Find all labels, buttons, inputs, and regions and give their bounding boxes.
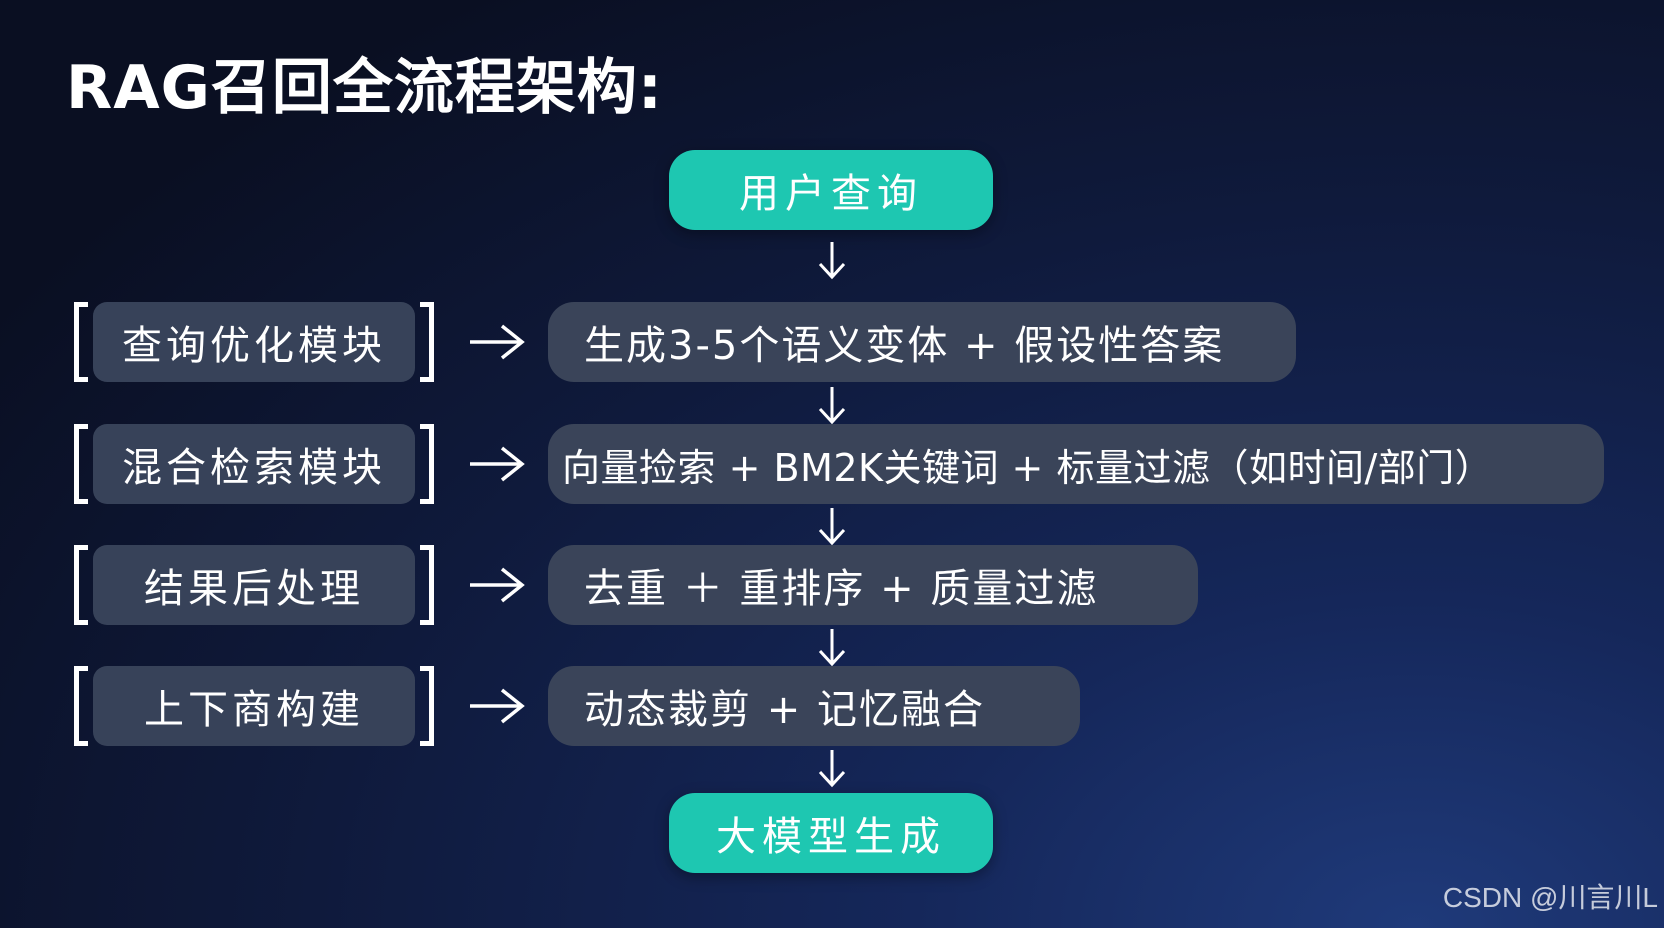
arrow-down-icon bbox=[818, 750, 846, 788]
module-label: 结果后处理 bbox=[93, 545, 415, 625]
arrow-right-icon bbox=[470, 688, 525, 724]
arrow-right-icon bbox=[470, 446, 525, 482]
watermark: CSDN @川言川L bbox=[1442, 882, 1658, 913]
description-box: 去重 ＋ 重排序 + 质量过滤 bbox=[548, 545, 1198, 625]
description-box: 动态裁剪 + 记忆融合 bbox=[548, 666, 1080, 746]
arrow-down-icon bbox=[818, 508, 846, 546]
diagram-title: RAG召回全流程架构: bbox=[66, 53, 663, 123]
module-label: 上下商构建 bbox=[93, 666, 415, 746]
module-query-optimization: 查询优化模块 bbox=[74, 302, 434, 382]
arrow-down-icon bbox=[818, 629, 846, 667]
module-context-building: 上下商构建 bbox=[74, 666, 434, 746]
arrow-right-icon bbox=[470, 324, 525, 360]
arrow-right-icon bbox=[470, 567, 525, 603]
end-node-llm-generation: 大模型生成 bbox=[669, 793, 993, 873]
module-label: 查询优化模块 bbox=[93, 302, 415, 382]
arrow-down-icon bbox=[818, 387, 846, 425]
module-post-processing: 结果后处理 bbox=[74, 545, 434, 625]
description-box: 向量捡索 + BM2K关键词 + 标量过滤（如时间/部门） bbox=[548, 424, 1604, 504]
arrow-down-icon bbox=[818, 242, 846, 280]
module-label: 混合检索模块 bbox=[93, 424, 415, 504]
module-hybrid-retrieval: 混合检索模块 bbox=[74, 424, 434, 504]
start-node-user-query: 用户查询 bbox=[669, 150, 993, 230]
description-box: 生成3-5个语义变体 + 假设性答案 bbox=[548, 302, 1296, 382]
